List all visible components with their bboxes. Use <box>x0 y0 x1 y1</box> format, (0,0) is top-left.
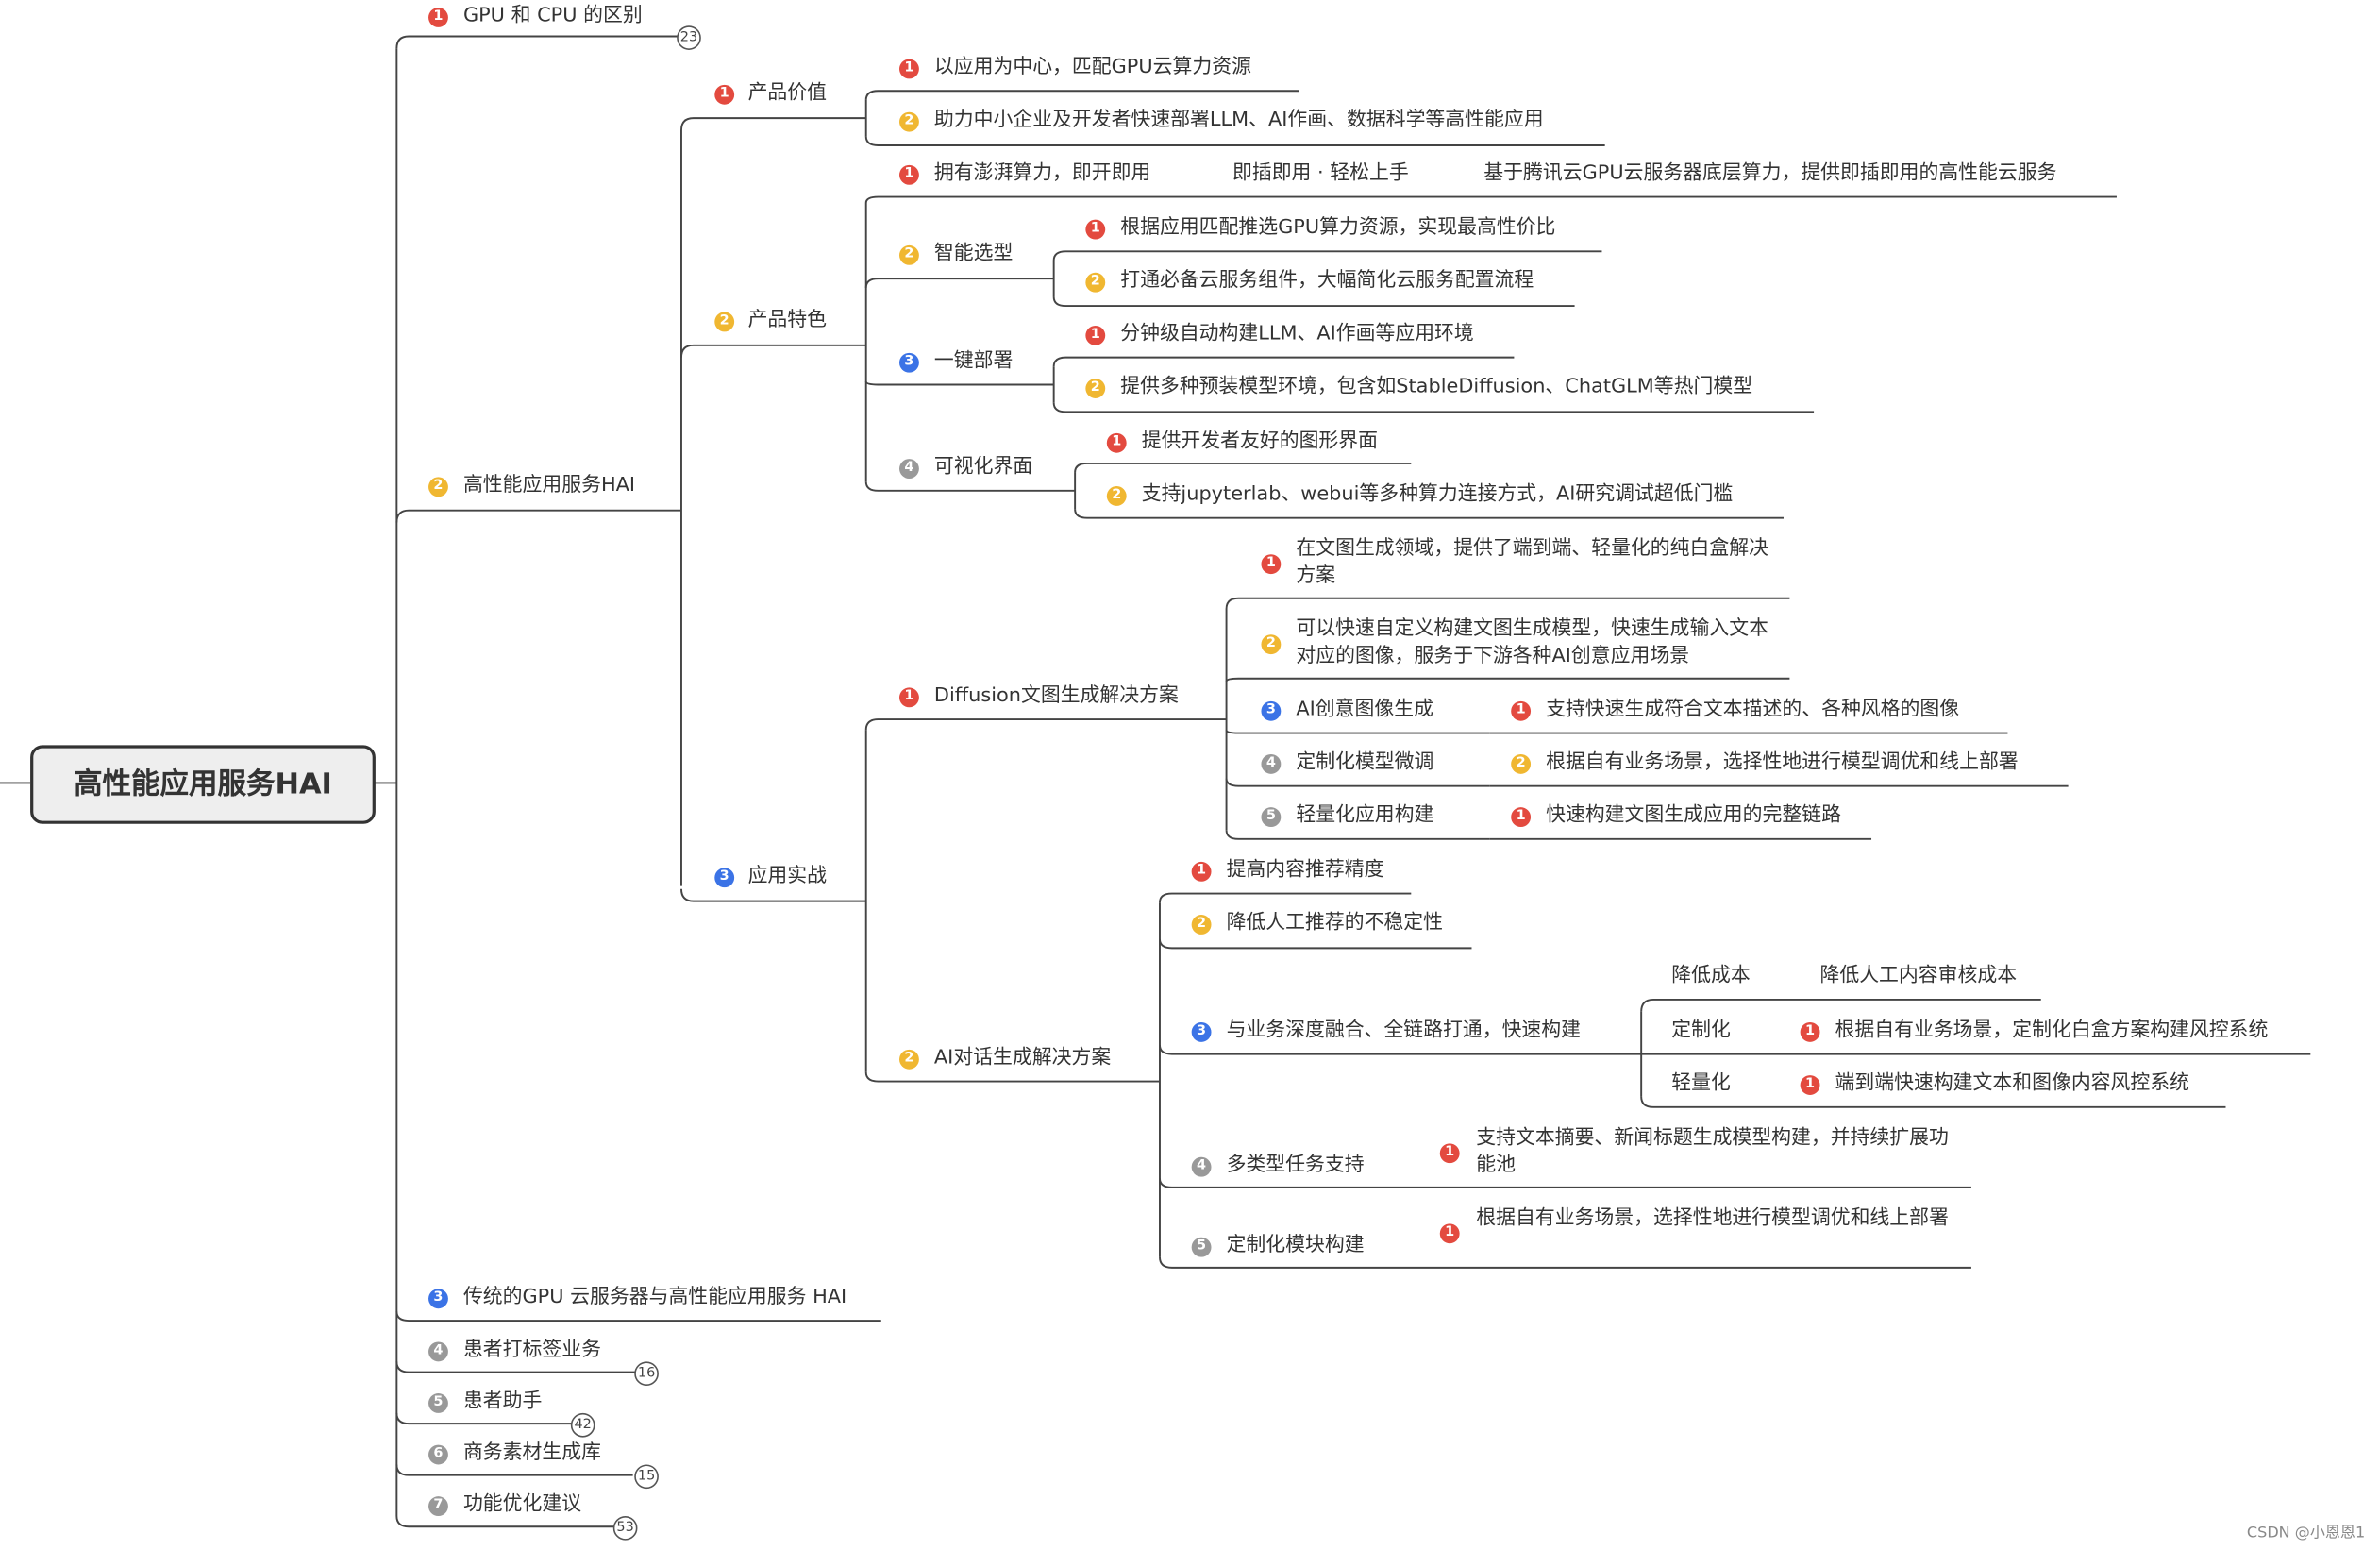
number-badge: 1 <box>1511 807 1532 828</box>
node-lightweight-1[interactable]: 端到端快速构建文本和图像内容风控系统 <box>1835 1071 2189 1095</box>
number-badge: 1 <box>1800 1021 1820 1042</box>
node-ai-creative-1[interactable]: 支持快速生成符合文本描述的、各种风格的图像 <box>1546 698 1960 721</box>
node-dialogue-1[interactable]: 提高内容推荐精度 <box>1226 858 1384 882</box>
number-badge: 4 <box>1191 1156 1212 1177</box>
branch-traditional-gpu[interactable]: 传统的GPU 云服务器与高性能应用服务 HAI <box>462 1286 847 1309</box>
branch-patient-tagging[interactable]: 患者打标签业务 <box>462 1339 601 1362</box>
number-badge: 3 <box>1261 700 1282 721</box>
number-badge: 1 <box>899 687 919 708</box>
number-badge: 5 <box>428 1393 448 1413</box>
node-visual-ui[interactable]: 可视化界面 <box>933 455 1033 479</box>
node-multi-task-1[interactable]: 支持文本摘要、新闻标题生成模型构建，并持续扩展功能池 <box>1476 1126 1949 1177</box>
number-badge: 1 <box>1191 861 1212 882</box>
node-dialogue-3[interactable]: 与业务深度融合、全链路打通，快速构建 <box>1226 1019 1582 1042</box>
number-badge: 2 <box>1511 753 1532 774</box>
node-visual-1[interactable]: 提供开发者友好的图形界面 <box>1141 430 1379 453</box>
number-badge: 2 <box>1191 915 1212 935</box>
node-customization-1[interactable]: 根据自有业务场景，定制化白盒方案构建风控系统 <box>1835 1019 2269 1042</box>
number-badge: 1 <box>1085 219 1106 240</box>
number-badge: 1 <box>428 8 448 27</box>
collapsed-count-badge[interactable]: 42 <box>570 1412 595 1438</box>
number-badge: 1 <box>1439 1223 1460 1244</box>
node-smart-selection[interactable]: 智能选型 <box>933 242 1014 265</box>
number-badge: 6 <box>428 1444 448 1465</box>
number-badge: 5 <box>1261 807 1282 828</box>
node-diffusion-1[interactable]: 在文图生成领域，提供了端到端、轻量化的纯白盒解决方案 <box>1296 537 1768 588</box>
number-badge: 1 <box>899 164 919 185</box>
root-node[interactable]: 高性能应用服务HAI <box>30 745 376 824</box>
branch-hai[interactable]: 高性能应用服务HAI <box>462 474 636 497</box>
number-badge: 4 <box>899 459 919 479</box>
node-custom-finetune-1[interactable]: 根据自有业务场景，选择性地进行模型调优和线上部署 <box>1546 750 2019 774</box>
node-reduce-cost[interactable]: 降低成本 <box>1671 965 1751 988</box>
collapsed-count-badge[interactable]: 23 <box>677 25 701 50</box>
branch-optimization-suggestions[interactable]: 功能优化建议 <box>462 1492 582 1517</box>
number-badge: 1 <box>1439 1143 1460 1164</box>
number-badge: 2 <box>1106 486 1127 506</box>
collapsed-count-badge[interactable]: 53 <box>612 1516 638 1541</box>
number-badge: 1 <box>714 84 735 105</box>
node-product-value[interactable]: 产品价值 <box>747 81 828 105</box>
node-deploy-2[interactable]: 提供多种预装模型环境，包含如StableDiffusion、ChatGLM等热门… <box>1120 375 1753 398</box>
node-tencent-gpu[interactable]: 基于腾讯云GPU云服务器底层算力，提供即插即用的高性能云服务 <box>1483 161 2057 185</box>
node-one-click-deploy[interactable]: 一键部署 <box>933 349 1014 373</box>
branch-business-material[interactable]: 商务素材生成库 <box>462 1441 601 1465</box>
number-badge: 2 <box>899 244 919 265</box>
node-lightweight[interactable]: 轻量化 <box>1671 1071 1731 1095</box>
node-custom-module-1[interactable]: 根据自有业务场景，选择性地进行模型调优和线上部署 <box>1476 1206 1949 1230</box>
number-badge: 4 <box>428 1341 448 1362</box>
number-badge: 2 <box>1085 272 1106 293</box>
node-ai-creative[interactable]: AI创意图像生成 <box>1296 698 1433 721</box>
number-badge: 2 <box>899 111 919 132</box>
number-badge: 3 <box>428 1289 448 1309</box>
number-badge: 4 <box>1261 753 1282 774</box>
node-practice[interactable]: 应用实战 <box>747 865 828 888</box>
node-diffusion-2[interactable]: 可以快速自定义构建文图生成模型，快速生成输入文本对应的图像，服务于下游各种AI创… <box>1296 617 1768 668</box>
number-badge: 2 <box>899 1049 919 1070</box>
number-badge: 3 <box>714 868 735 888</box>
node-value-1[interactable]: 以应用为中心，匹配GPU云算力资源 <box>933 56 1251 79</box>
branch-patient-assistant[interactable]: 患者助手 <box>462 1390 543 1413</box>
number-badge: 1 <box>899 59 919 79</box>
node-smart-1[interactable]: 根据应用匹配推选GPU算力资源，实现最高性价比 <box>1120 216 1556 240</box>
number-badge: 5 <box>1191 1237 1212 1257</box>
node-lightweight-build-1[interactable]: 快速构建文图生成应用的完整链路 <box>1546 803 1841 828</box>
node-customization[interactable]: 定制化 <box>1671 1019 1731 1042</box>
node-custom-finetune[interactable]: 定制化模型微调 <box>1296 750 1434 774</box>
number-badge: 3 <box>899 352 919 373</box>
node-diffusion[interactable]: Diffusion文图生成解决方案 <box>933 684 1179 708</box>
branch-gpu-cpu-diff[interactable]: GPU 和 CPU 的区别 <box>462 4 643 27</box>
number-badge: 1 <box>1800 1075 1820 1095</box>
collapsed-count-badge[interactable]: 15 <box>634 1464 659 1490</box>
node-custom-module[interactable]: 定制化模块构建 <box>1226 1234 1365 1257</box>
number-badge: 2 <box>428 477 448 497</box>
node-multi-task[interactable]: 多类型任务支持 <box>1226 1154 1365 1177</box>
node-value-2[interactable]: 助力中小企业及开发者快速部署LLM、AI作画、数据科学等高性能应用 <box>933 109 1544 132</box>
number-badge: 1 <box>1085 325 1106 345</box>
number-badge: 1 <box>1511 700 1532 721</box>
node-smart-2[interactable]: 打通必备云服务组件，大幅简化云服务配置流程 <box>1120 269 1534 293</box>
node-reduce-cost-1[interactable]: 降低人工内容审核成本 <box>1819 965 2018 988</box>
number-badge: 2 <box>714 312 735 332</box>
node-lightweight-build[interactable]: 轻量化应用构建 <box>1296 803 1434 828</box>
node-product-features[interactable]: 产品特色 <box>747 309 828 332</box>
node-deploy-1[interactable]: 分钟级自动构建LLM、AI作画等应用环境 <box>1120 322 1474 345</box>
number-badge: 2 <box>1261 634 1282 655</box>
node-plug-and-play[interactable]: 即插即用 · 轻松上手 <box>1232 161 1409 185</box>
number-badge: 1 <box>1106 432 1127 453</box>
collapsed-count-badge[interactable]: 16 <box>634 1361 659 1387</box>
number-badge: 2 <box>1085 379 1106 398</box>
node-visual-2[interactable]: 支持jupyterlab、webui等多种算力连接方式，AI研究调试超低门槛 <box>1141 482 1734 506</box>
node-feature-power[interactable]: 拥有澎湃算力，即开即用 <box>933 161 1151 185</box>
number-badge: 7 <box>428 1496 448 1517</box>
node-dialogue-2[interactable]: 降低人工推荐的不稳定性 <box>1226 911 1444 935</box>
number-badge: 3 <box>1191 1021 1212 1042</box>
number-badge: 1 <box>1261 554 1282 575</box>
watermark: CSDN @小恩恩1 <box>2246 1525 2366 1542</box>
node-ai-dialogue[interactable]: AI对话生成解决方案 <box>933 1046 1112 1070</box>
